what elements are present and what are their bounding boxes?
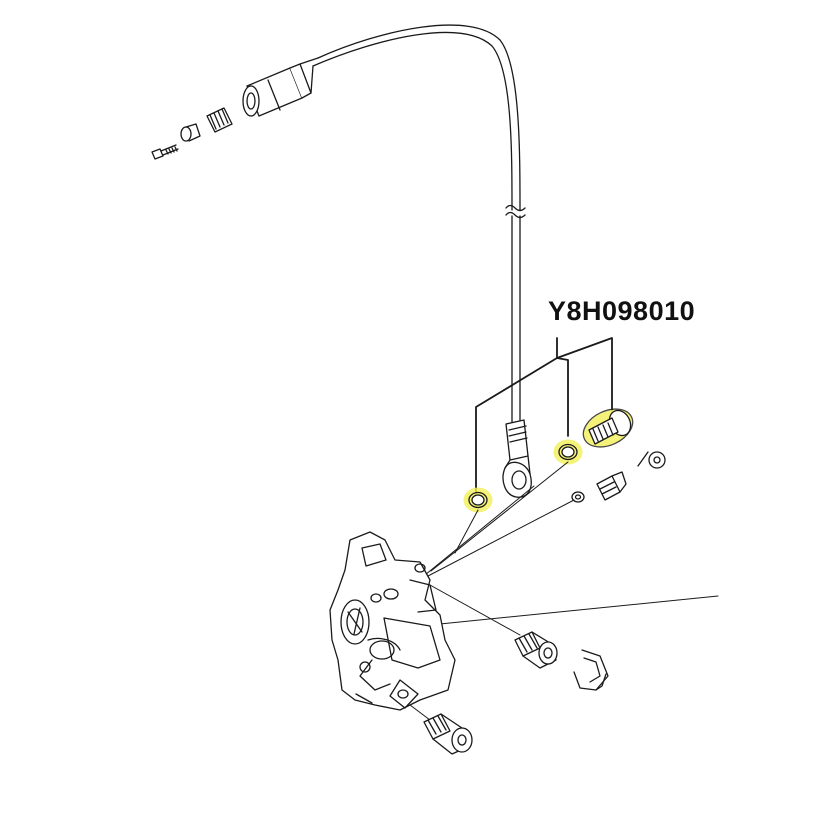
part-number-label: Y8H098010 [548, 296, 696, 326]
banjo-fitting [502, 419, 532, 498]
small-o-ring [571, 491, 585, 503]
brake-hose [312, 24, 526, 426]
hose-connector-nut [242, 57, 319, 117]
bleed-cap [637, 451, 666, 469]
small-bolt [151, 144, 179, 160]
mounting-bolt-upper [514, 631, 558, 669]
hose-olive [206, 107, 233, 133]
hose-insert [180, 123, 201, 142]
brake-caliper [329, 531, 456, 711]
mounting-bolt-lower [423, 713, 473, 755]
callout-bracket [475, 337, 613, 494]
leader-lines [389, 461, 719, 721]
retaining-clip [573, 649, 609, 691]
bleed-nipple [596, 471, 627, 501]
